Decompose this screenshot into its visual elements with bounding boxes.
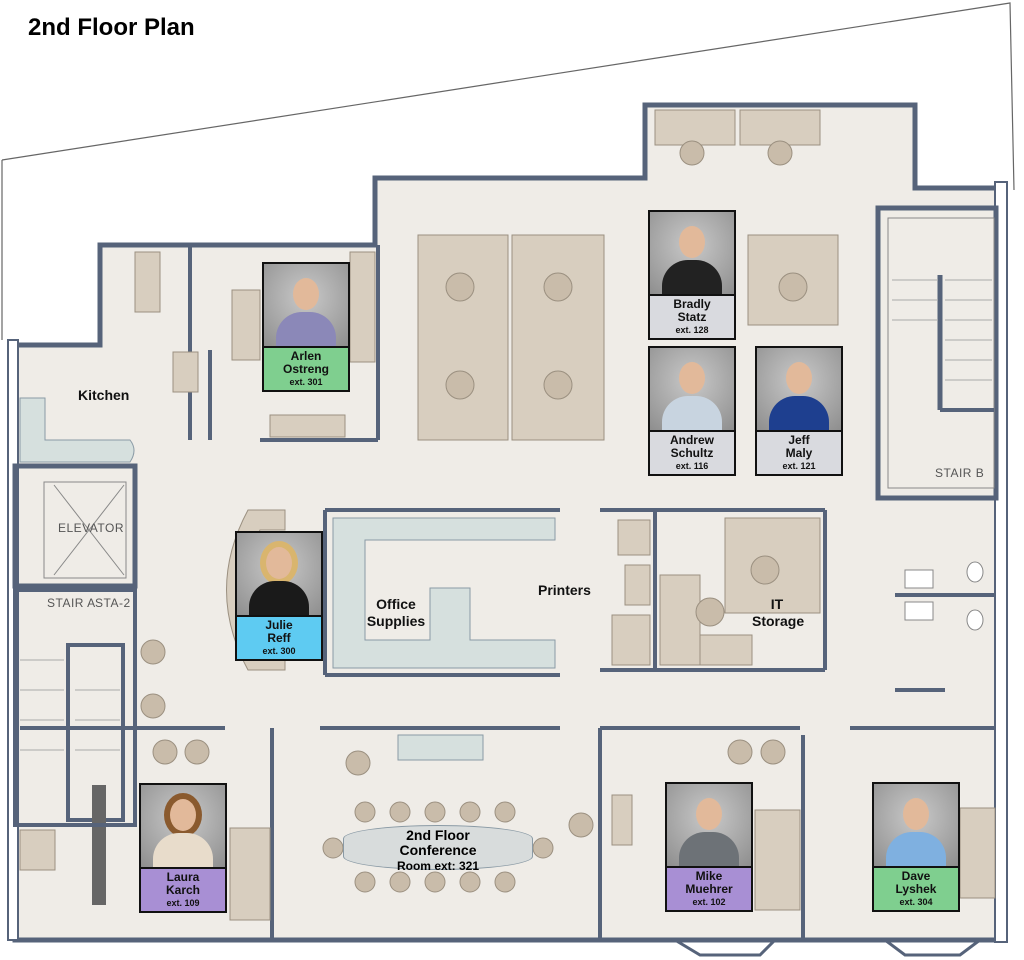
room-label-printers: Printers (538, 582, 591, 598)
person-photo (757, 348, 841, 430)
conference-ext: Room ext: 321 (396, 859, 480, 873)
name-tag: Andrew Schultz ext. 116 (650, 430, 734, 474)
it-storage-line2: Storage (752, 613, 805, 629)
extension: ext. 304 (899, 897, 933, 907)
person-photo (667, 784, 751, 866)
office-supplies-line2: Supplies (366, 613, 426, 629)
name-tag: Mike Muehrer ext. 102 (667, 866, 751, 910)
extension: ext. 121 (782, 461, 816, 471)
extension: ext. 109 (166, 898, 200, 908)
conference-line2: Conference (399, 842, 477, 858)
last-name: Statz (677, 310, 707, 324)
person-card-jeff-maly: Jeff Maly ext. 121 (755, 346, 843, 476)
first-name: Arlen (290, 349, 322, 363)
extension: ext. 102 (692, 897, 726, 907)
it-storage-line1: IT (770, 596, 784, 612)
last-name: Reff (267, 631, 291, 645)
first-name: Dave (901, 869, 931, 883)
last-name: Karch (165, 883, 200, 897)
person-card-mike-muehrer: Mike Muehrer ext. 102 (665, 782, 753, 912)
room-label-kitchen: Kitchen (78, 387, 130, 403)
person-photo (264, 264, 348, 346)
extension: ext. 116 (675, 461, 709, 471)
person-photo (650, 348, 734, 430)
person-photo (141, 785, 225, 867)
person-card-dave-lyshek: Dave Lyshek ext. 304 (872, 782, 960, 912)
extension: ext. 300 (262, 646, 296, 656)
person-card-arlen-ostreng: Arlen Ostreng ext. 301 (262, 262, 350, 392)
page-title: 2nd Floor Plan (28, 14, 195, 41)
extension: ext. 301 (289, 377, 323, 387)
last-name: Lyshek (895, 882, 937, 896)
person-card-bradly-statz: Bradly Statz ext. 128 (648, 210, 736, 340)
name-tag: Jeff Maly ext. 121 (757, 430, 841, 474)
last-name: Muehrer (685, 882, 733, 896)
last-name: Schultz (670, 446, 714, 460)
person-card-andrew-schultz: Andrew Schultz ext. 116 (648, 346, 736, 476)
name-tag: Dave Lyshek ext. 304 (874, 866, 958, 910)
person-card-julie-reff: Julie Reff ext. 300 (235, 531, 323, 661)
name-tag: Laura Karch ext. 109 (141, 867, 225, 911)
first-name: Andrew (669, 433, 714, 447)
office-supplies-line1: Office (376, 596, 416, 612)
stair-b-label: STAIR B (935, 466, 985, 480)
conference-line1: 2nd Floor (406, 827, 470, 843)
room-label-it-storage: IT Storage (752, 596, 805, 630)
last-name: Ostreng (282, 362, 329, 376)
first-name: Jeff (788, 433, 810, 447)
person-photo (237, 533, 321, 615)
name-tag: Bradly Statz ext. 128 (650, 294, 734, 338)
person-photo (874, 784, 958, 866)
first-name: Julie (265, 618, 293, 632)
first-name: Bradly (673, 297, 711, 311)
elevator-label: ELEVATOR (58, 521, 125, 535)
first-name: Mike (695, 869, 723, 883)
room-label-office-supplies: Office Supplies (366, 596, 426, 630)
person-card-laura-karch: Laura Karch ext. 109 (139, 783, 227, 913)
person-photo (650, 212, 734, 294)
stair-a-label: STAIR A (47, 596, 96, 610)
name-tag: Julie Reff ext. 300 (237, 615, 321, 659)
name-tag: Arlen Ostreng ext. 301 (264, 346, 348, 390)
conference-table-label: 2nd Floor Conference Room ext: 321 (343, 825, 533, 873)
first-name: Laura (166, 870, 200, 884)
sta2-label: STA-2 (95, 596, 131, 610)
extension: ext. 128 (675, 325, 709, 335)
last-name: Maly (785, 446, 813, 460)
